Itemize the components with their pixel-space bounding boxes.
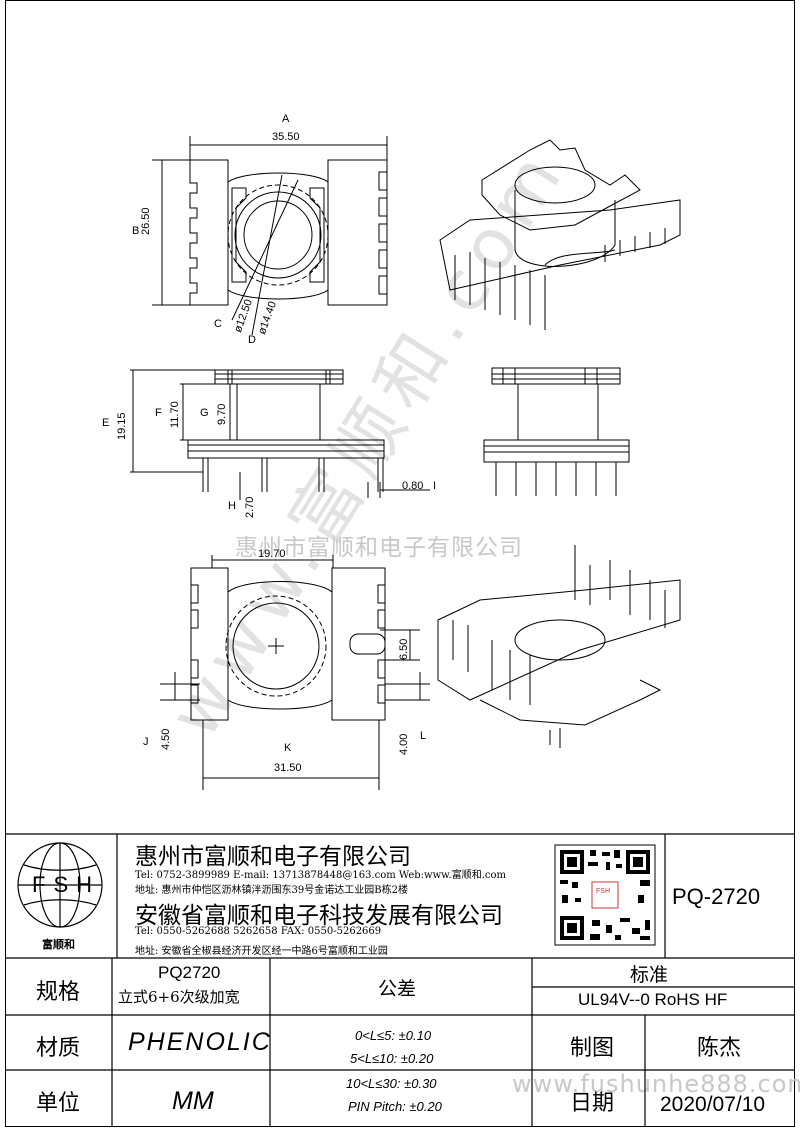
isometric-view-2 [437, 545, 681, 748]
drawer-value: 陈杰 [697, 1036, 742, 1061]
dim-H-tag: H [228, 500, 236, 512]
dim-B-value: 26.50 [140, 207, 152, 235]
dim-F-value: 11.70 [169, 401, 181, 428]
dim-I-value: 0.80 [402, 480, 424, 492]
bottom-view [160, 555, 430, 790]
company-2-address: 地址: 安徽省全椒县经济开发区经一中路6号富顺和工业园 [135, 946, 388, 957]
company-1-address: 地址: 惠州市仲恺区沥林镇泮沥围东39号金诺达工业园B栋2楼 [135, 885, 408, 896]
dim-D-tag: D [248, 334, 256, 346]
dim-C-tag: C [214, 318, 222, 330]
top-view [152, 136, 388, 336]
standard-value: UL94V--0 RoHS HF [578, 990, 728, 1009]
tolerance-label: 公差 [378, 978, 417, 1000]
watermark-bottom: www.fushunhe888.com [512, 1070, 800, 1098]
company-2-name: 安徽省富顺和电子科技发展有限公司 [135, 903, 503, 929]
dim-A-value: 35.50 [272, 131, 300, 143]
date-label: 日期 [570, 1091, 615, 1116]
watermark-center: 惠州市富顺和电子有限公司 [235, 535, 523, 561]
date-value: 2020/07/10 [660, 1093, 766, 1116]
isometric-view-1 [439, 139, 681, 330]
dim-K-value: 31.50 [274, 762, 302, 774]
spec-label: 规格 [36, 980, 81, 1005]
company-1-contact: Tel: 0752-3899989 E-mail: 13713878448@16… [135, 870, 506, 881]
tolerance-1: 0<L≤5: ±0.10 [355, 1028, 432, 1043]
dim-G-value: 9.70 [216, 403, 228, 425]
dim-L-tag: L [420, 730, 427, 742]
dim-I-tag: I [433, 480, 437, 492]
dim-F-tag: F [155, 407, 162, 419]
title-block-grid [5, 833, 795, 1127]
side-view [483, 367, 630, 496]
dim-L-value: 4.00 [398, 733, 410, 755]
unit-value: MM [172, 1087, 214, 1115]
dim-E-tag: E [102, 417, 110, 429]
dim-E-value: 19.15 [116, 412, 128, 440]
dim-top-value: 19.70 [258, 548, 286, 560]
material-label: 材质 [36, 1036, 81, 1061]
dim-A-tag: A [282, 113, 290, 125]
tolerance-3: 10<L≤30: ±0.30 [346, 1076, 437, 1091]
logo-text: FSH [32, 872, 100, 897]
drawing-sheet [5, 0, 795, 1127]
company-1-name: 惠州市富顺和电子有限公司 [135, 844, 411, 870]
dim-G-tag: G [200, 407, 209, 419]
spec-value-2: 立式6+6次级加宽 [118, 988, 240, 1006]
unit-label: 单位 [36, 1091, 81, 1116]
dim-H-value: 2.70 [244, 496, 256, 518]
tolerance-2: 5<L≤10: ±0.20 [350, 1051, 434, 1066]
part-number: PQ-2720 [672, 884, 761, 909]
logo-caption: 富顺和 [42, 938, 75, 951]
dim-J-value: 4.50 [160, 728, 172, 750]
dim-K-tag: K [284, 742, 292, 754]
qr-center-text: FSH [596, 888, 610, 895]
company-2-contact: Tel: 0550-5262688 5262658 FAX: 0550-5262… [135, 926, 382, 937]
qr-code [554, 844, 656, 946]
dim-B-tag: B [132, 225, 140, 237]
drawer-label: 制图 [570, 1036, 615, 1061]
dim-J-tag: J [143, 736, 149, 748]
material-value: PHENOLIC [128, 1028, 272, 1056]
dim-pin-pitch-value: 6.50 [398, 638, 410, 660]
standard-label: 标准 [630, 964, 669, 986]
spec-value-1: PQ2720 [158, 963, 221, 982]
front-view [130, 369, 430, 500]
tolerance-4: PIN Pitch: ±0.20 [348, 1099, 442, 1114]
